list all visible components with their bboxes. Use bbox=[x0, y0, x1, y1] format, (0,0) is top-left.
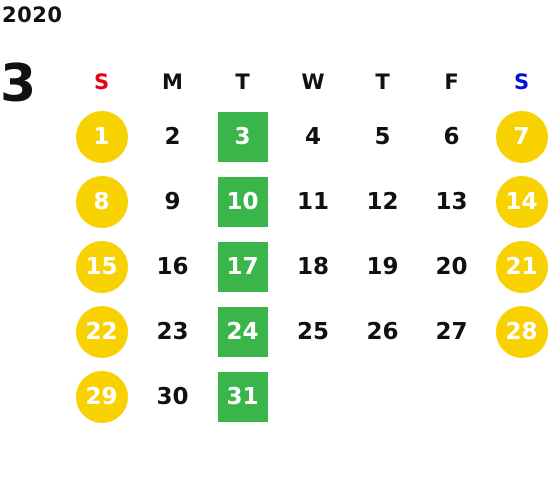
day-cell bbox=[349, 371, 416, 423]
day-cell: 27 bbox=[416, 306, 487, 358]
week-row: 1 2 3 4 5 6 7 bbox=[66, 104, 548, 169]
day-number[interactable]: 4 bbox=[304, 123, 321, 150]
weekday-saturday: S bbox=[513, 70, 530, 94]
week-row: 29 30 31 bbox=[66, 364, 548, 429]
day-cell: 21 bbox=[487, 240, 548, 293]
day-cell: 9 bbox=[137, 176, 208, 228]
day-number[interactable]: 19 bbox=[366, 253, 399, 280]
day-cell: 5 bbox=[349, 111, 416, 163]
day-cell: 3 bbox=[208, 111, 277, 163]
day-cell bbox=[277, 371, 349, 423]
month-label: 3 bbox=[0, 54, 37, 114]
day-number[interactable]: 7 bbox=[495, 110, 548, 163]
day-cell: 23 bbox=[137, 306, 208, 358]
day-cell: 2 bbox=[137, 111, 208, 163]
day-number[interactable]: 28 bbox=[495, 305, 548, 358]
day-cell: 12 bbox=[349, 176, 416, 228]
day-cell: 16 bbox=[137, 241, 208, 293]
day-cell: 18 bbox=[277, 241, 349, 293]
weekday-header-row: S M T W T F S bbox=[66, 60, 548, 104]
day-cell: 1 bbox=[66, 110, 137, 163]
day-cell: 13 bbox=[416, 176, 487, 228]
day-number[interactable]: 13 bbox=[435, 188, 468, 215]
day-cell: 14 bbox=[487, 175, 548, 228]
day-number[interactable]: 30 bbox=[156, 383, 189, 410]
day-number[interactable]: 1 bbox=[75, 110, 128, 163]
day-cell: 7 bbox=[487, 110, 548, 163]
day-cell: 19 bbox=[349, 241, 416, 293]
day-cell: 31 bbox=[208, 371, 277, 423]
day-cell bbox=[416, 371, 487, 423]
day-cell: 10 bbox=[208, 176, 277, 228]
day-number[interactable]: 18 bbox=[296, 253, 329, 280]
day-cell: 20 bbox=[416, 241, 487, 293]
day-number[interactable]: 24 bbox=[217, 306, 268, 357]
day-cell: 24 bbox=[208, 306, 277, 358]
day-number[interactable]: 23 bbox=[156, 318, 189, 345]
day-number[interactable]: 14 bbox=[495, 175, 548, 228]
day-number[interactable]: 9 bbox=[164, 188, 181, 215]
day-number[interactable]: 22 bbox=[75, 305, 128, 358]
day-cell: 15 bbox=[66, 240, 137, 293]
day-cell: 30 bbox=[137, 371, 208, 423]
weekday-wednesday: W bbox=[301, 70, 325, 94]
day-number[interactable]: 25 bbox=[296, 318, 329, 345]
day-cell: 22 bbox=[66, 305, 137, 358]
day-cell bbox=[487, 371, 548, 423]
day-cell: 28 bbox=[487, 305, 548, 358]
day-number[interactable]: 8 bbox=[75, 175, 128, 228]
day-cell: 29 bbox=[66, 370, 137, 423]
day-cell: 4 bbox=[277, 111, 349, 163]
week-row: 8 9 10 11 12 13 14 bbox=[66, 169, 548, 234]
weekday-monday: M bbox=[162, 70, 183, 94]
day-cell: 26 bbox=[349, 306, 416, 358]
day-number[interactable]: 31 bbox=[217, 371, 268, 422]
day-cell: 17 bbox=[208, 241, 277, 293]
day-number[interactable]: 3 bbox=[217, 111, 268, 162]
weekday-sunday: S bbox=[93, 70, 110, 94]
day-cell: 6 bbox=[416, 111, 487, 163]
day-number[interactable]: 26 bbox=[366, 318, 399, 345]
day-number[interactable]: 11 bbox=[296, 188, 329, 215]
day-number[interactable]: 12 bbox=[366, 188, 399, 215]
weekday-tuesday: T bbox=[235, 70, 250, 94]
day-cell: 8 bbox=[66, 175, 137, 228]
day-number[interactable]: 15 bbox=[75, 240, 128, 293]
year-label: 2020 bbox=[2, 3, 63, 27]
day-number[interactable]: 5 bbox=[374, 123, 391, 150]
day-number[interactable]: 27 bbox=[435, 318, 468, 345]
day-cell: 11 bbox=[277, 176, 349, 228]
day-number[interactable]: 10 bbox=[217, 176, 268, 227]
day-cell: 25 bbox=[277, 306, 349, 358]
week-row: 22 23 24 25 26 27 28 bbox=[66, 299, 548, 364]
week-row: 15 16 17 18 19 20 21 bbox=[66, 234, 548, 299]
day-number[interactable]: 16 bbox=[156, 253, 189, 280]
day-number[interactable]: 17 bbox=[217, 241, 268, 292]
day-number[interactable]: 20 bbox=[435, 253, 468, 280]
day-number[interactable]: 29 bbox=[75, 370, 128, 423]
day-number[interactable]: 6 bbox=[443, 123, 460, 150]
weekday-friday: F bbox=[444, 70, 459, 94]
day-number[interactable]: 21 bbox=[495, 240, 548, 293]
calendar-grid: S M T W T F S 1 2 3 4 5 6 7 8 9 10 11 12… bbox=[66, 60, 548, 429]
weekday-thursday: T bbox=[375, 70, 390, 94]
day-number[interactable]: 2 bbox=[164, 123, 181, 150]
